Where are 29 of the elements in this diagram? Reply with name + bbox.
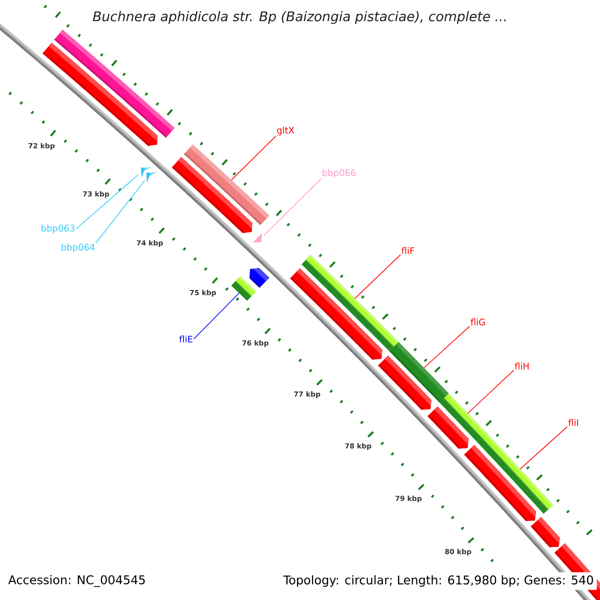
gene-bar xyxy=(184,144,270,226)
leader-line xyxy=(520,426,568,470)
gene-bar xyxy=(439,394,487,442)
gene-bar xyxy=(302,255,399,352)
chevron-marker xyxy=(146,172,156,183)
gene-label: bbp063 xyxy=(42,224,74,234)
leader-line xyxy=(424,326,470,368)
gene-bar xyxy=(389,342,449,403)
footer-text: Topology: circular; Length: 615,980 bp; Genes: 540 xyxy=(280,572,597,590)
gene-label: bbp064 xyxy=(62,244,95,252)
gene-label: bbp066 xyxy=(322,169,356,178)
footer-text: Accession: NC_004545 xyxy=(5,572,149,590)
leader-line xyxy=(76,174,139,230)
gene-label: fliE xyxy=(179,336,192,342)
gene-bar xyxy=(231,276,256,301)
leader-line xyxy=(193,292,240,340)
gene-label: fliH xyxy=(514,362,529,370)
triangle-marker xyxy=(252,233,262,243)
gene-bar xyxy=(477,433,554,514)
title: Buchnera aphidicola str. Bp (Baizongia pistaciae), complete ... xyxy=(92,11,506,24)
leader-line xyxy=(467,370,514,414)
leader-line xyxy=(264,178,322,236)
gene-label: fliI xyxy=(568,419,578,426)
leader-line xyxy=(231,136,276,180)
leader-line xyxy=(354,254,401,299)
gene-label: gltX xyxy=(277,126,294,136)
gene-label: fliG xyxy=(470,318,485,326)
gene-label: fliF xyxy=(402,247,414,254)
leader-line xyxy=(96,180,146,244)
